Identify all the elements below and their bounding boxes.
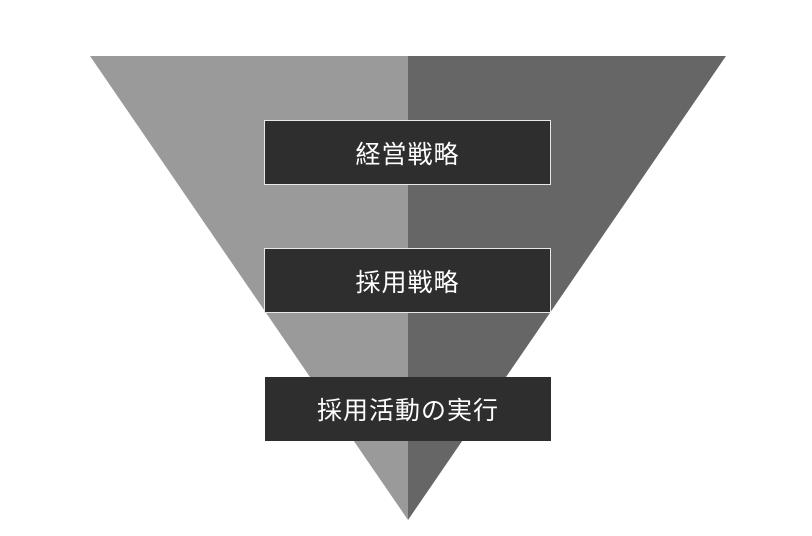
- level-label: 採用活動の実行: [316, 396, 499, 425]
- level-box-hiring-execution: 採用活動の実行: [265, 377, 551, 441]
- level-box-management-strategy: 経営戦略: [264, 120, 551, 185]
- level-label: 経営戦略: [355, 139, 460, 169]
- diagram-heading: Who × What: [210, 0, 602, 57]
- heading-clip: Who × What: [0, 0, 812, 60]
- level-label: 採用戦略: [355, 267, 460, 297]
- level-box-hiring-strategy: 採用戦略: [264, 248, 551, 313]
